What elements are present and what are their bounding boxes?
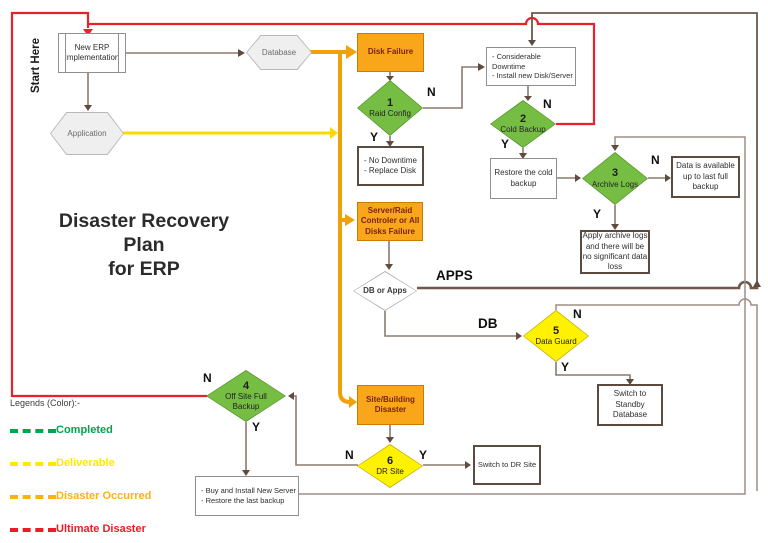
apps-path <box>417 12 759 290</box>
edge-label-d1-y: Y <box>370 130 379 144</box>
edge-label-apps: APPS <box>436 268 473 283</box>
legend-label-completed: Completed <box>56 424 113 436</box>
node-data-available: Data is available up to last full backup <box>671 156 740 198</box>
decision-number: 4 <box>242 379 250 392</box>
decision-number: 3 <box>611 167 619 180</box>
legend-swatch-completed <box>10 429 56 433</box>
edge-d2n-to-start <box>88 16 596 126</box>
decision-number: 6 <box>386 454 394 467</box>
node-buy-install: - Buy and Install New Server - Restore t… <box>195 476 299 516</box>
legend-label-disaster-occurred: Disaster Occurred <box>56 490 152 502</box>
edge-d4n-to-start <box>10 11 207 398</box>
edge-d1n <box>423 66 478 109</box>
node-label: Disk Failure <box>367 47 414 57</box>
edge-buy-to-d3 <box>299 136 746 495</box>
decision-number: 2 <box>519 112 527 125</box>
edge-d6n <box>294 395 358 466</box>
node-switch-standby: Switch to Standby Database <box>597 384 663 426</box>
node-switch-dr-site: Switch to DR Site <box>473 445 541 485</box>
edge-label-d6-y: Y <box>419 448 428 462</box>
page-title: Disaster Recovery Plan for ERP <box>38 210 250 281</box>
node-site-building-disaster: Site/Building Disaster <box>357 385 424 425</box>
decision-number: 5 <box>552 324 560 337</box>
node-no-downtime: - No Downtime - Replace Disk <box>357 146 424 186</box>
node-label: - Buy and Install New Server - Restore t… <box>201 486 297 505</box>
edge-label-d5-y: Y <box>561 360 570 374</box>
node-label: - Considerable Downtime - Install new Di… <box>492 51 573 81</box>
edge-label-d4-y: Y <box>252 420 261 434</box>
node-label: Restore the cold backup <box>494 168 553 188</box>
legend-swatch-disaster-occurred <box>10 495 56 499</box>
decision-label: Raid Config <box>369 109 411 119</box>
edge-d5y <box>555 362 631 379</box>
gold-paths <box>310 50 351 404</box>
node-label: Switch to Standby Database <box>612 389 648 420</box>
edge-gold-vertical <box>338 52 351 404</box>
node-new-erp-implementation: New ERP Implementation <box>58 33 126 73</box>
edge-label-d2-n: N <box>543 97 552 111</box>
edge-label-d6-n: N <box>345 448 354 462</box>
legend-swatch-deliverable <box>10 462 56 466</box>
node-label: Server/Raid Controler or All Disks Failu… <box>360 205 420 236</box>
brown-paths <box>87 52 665 470</box>
edge-label-d4-n: N <box>203 371 212 385</box>
node-label: New ERP Implementation <box>64 42 120 62</box>
decision-label: Archive Logs <box>591 179 639 189</box>
yellow-arrowhead <box>330 127 338 139</box>
edge-label-db: DB <box>478 316 498 331</box>
node-label: Database <box>247 36 311 69</box>
edge-label-d2-y: Y <box>501 137 510 151</box>
edge-label-d3-n: N <box>651 153 660 167</box>
red-paths <box>10 11 596 398</box>
node-application: Application <box>50 112 124 155</box>
arrowheads <box>84 40 761 476</box>
node-label: Application <box>51 113 123 154</box>
node-label: Apply archive logs and there will be no … <box>582 231 648 272</box>
legend-label-deliverable: Deliverable <box>56 457 115 469</box>
edge-label-d3-y: Y <box>593 207 602 221</box>
node-label: Site/Building Disaster <box>366 394 415 414</box>
edge-label-d5-n: N <box>573 307 582 321</box>
decision-label: DR Site <box>376 467 404 477</box>
edge-label-d1-n: N <box>427 85 436 99</box>
node-label: - No Downtime - Replace Disk <box>364 155 417 175</box>
node-restore-cold-backup: Restore the cold backup <box>490 158 557 199</box>
decision-number: 1 <box>386 96 394 109</box>
decision-label: Off Site Full Backup <box>225 392 267 412</box>
title-line-2: for ERP <box>108 257 180 280</box>
node-label: Data is available up to last full backup <box>676 161 735 192</box>
legend-heading: Legends (Color):- <box>10 398 81 408</box>
node-server-raid-failure: Server/Raid Controler or All Disks Failu… <box>357 202 423 241</box>
decision-label: Cold Backup <box>500 125 546 135</box>
red-arrowhead <box>83 29 93 36</box>
node-label: Switch to DR Site <box>477 460 537 470</box>
node-considerable-downtime: - Considerable Downtime - Install new Di… <box>486 47 576 86</box>
legend-swatch-ultimate-disaster <box>10 528 56 532</box>
node-database: Database <box>246 35 312 70</box>
decision-label: Data Guard <box>535 337 577 347</box>
process-bar-left <box>65 34 66 72</box>
edge-db <box>384 311 516 337</box>
title-line-1: Disaster Recovery Plan <box>58 210 230 256</box>
gold-arrowheads <box>345 45 357 408</box>
process-bar-right <box>118 34 119 72</box>
legend-label-ultimate-disaster: Ultimate Disaster <box>56 523 146 535</box>
start-here-label: Start Here <box>30 38 42 93</box>
node-disk-failure: Disk Failure <box>357 33 424 72</box>
node-apply-archive-logs: Apply archive logs and there will be no … <box>580 230 650 274</box>
